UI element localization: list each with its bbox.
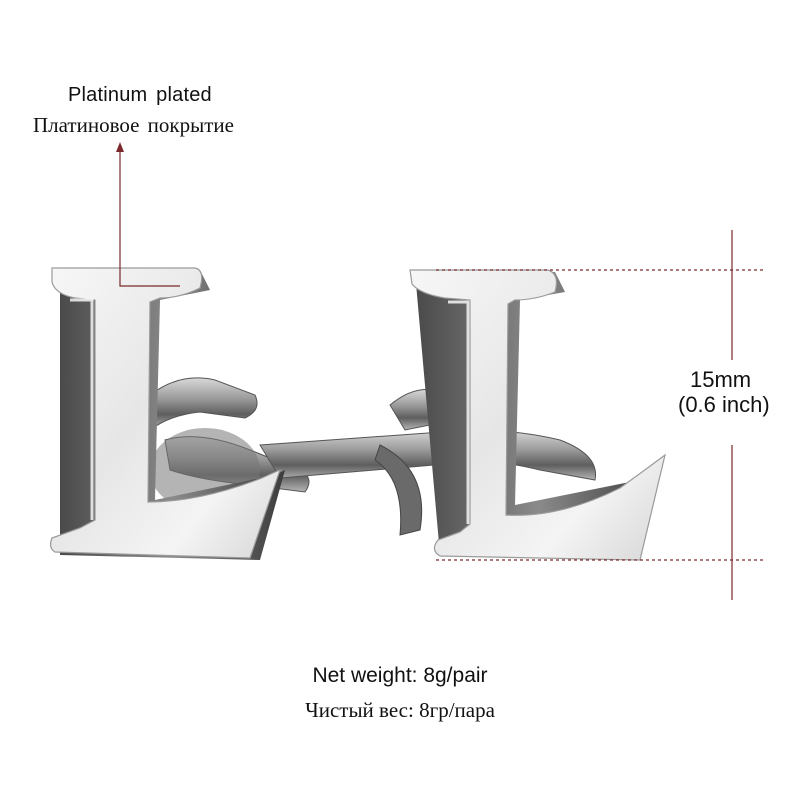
letter-l-left: [49, 267, 285, 560]
weight-label-en: Net weight: 8g/pair: [312, 664, 488, 687]
size-label-mm: 15mm: [690, 367, 752, 392]
weight-label-ru: Чистый вес: 8гр/пара: [305, 698, 495, 722]
plating-callout: [116, 142, 180, 287]
dimension-guides: [436, 230, 765, 600]
size-label-inch: (0.6 inch): [678, 392, 770, 417]
plating-label-ru: Платиновое покрытие: [33, 113, 234, 137]
plating-label-en: Platinum plated: [68, 84, 212, 106]
letter-l-right: [409, 269, 666, 561]
